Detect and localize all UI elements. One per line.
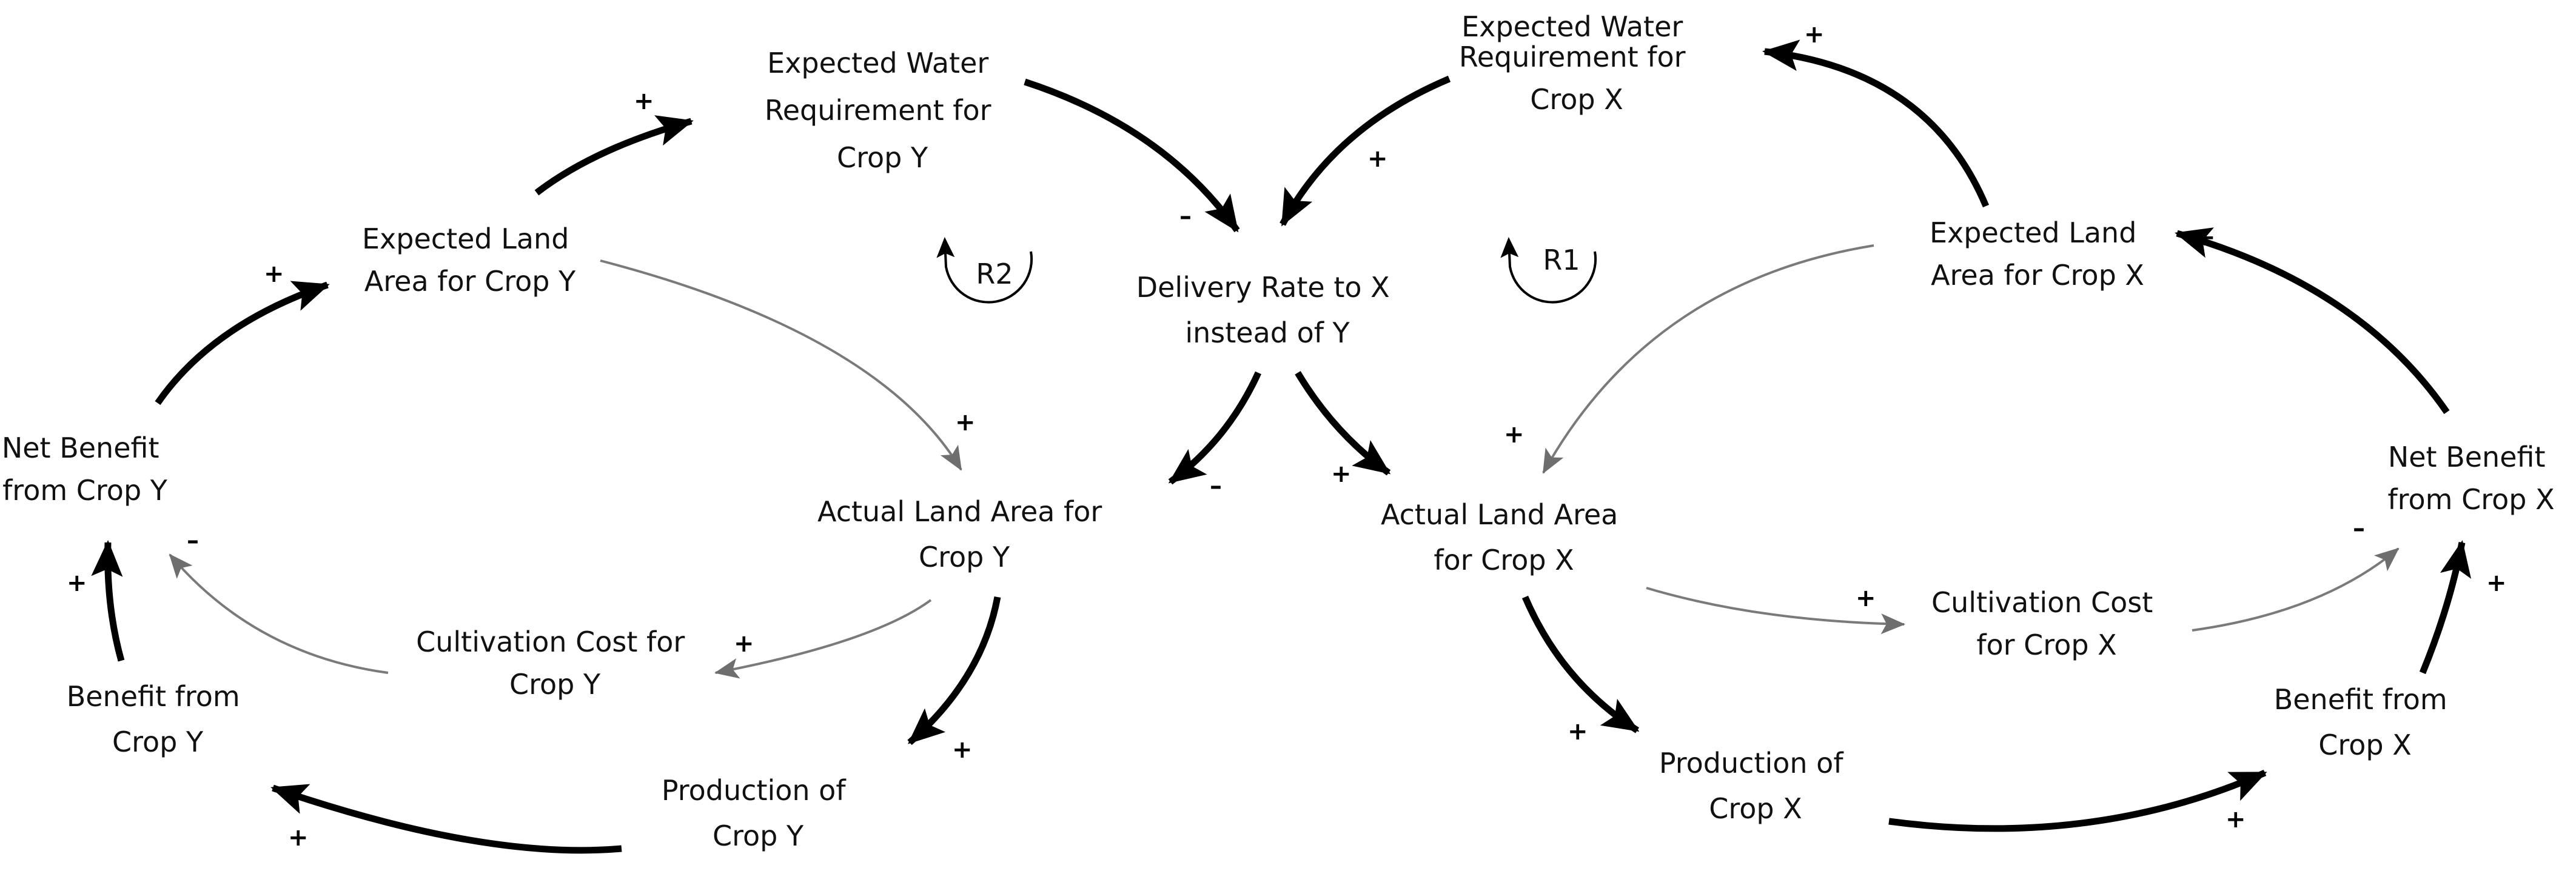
node-expected-water-requirement-crop-x: Expected Water Requirement for Crop X	[1459, 10, 1694, 116]
polarity-ela_y-ewr_y: +	[634, 87, 654, 115]
link-ewr_x-to-delivery	[1280, 75, 1451, 227]
node-production-crop-y: Production of Crop Y	[662, 774, 854, 852]
loop-r1-arrow-icon	[1500, 237, 1597, 304]
loop-r2: R2	[936, 237, 1033, 304]
link-ela_x-to-ewr_x	[1762, 39, 1990, 208]
node-benefit-crop-y: Benefit from Crop Y	[67, 680, 249, 758]
node-actual-land-area-crop-y: Actual Land Area for Crop Y	[817, 495, 1111, 573]
polarity-ela_x-ala_x: +	[1504, 421, 1524, 449]
node-expected-water-requirement-crop-y: Expected Water Requirement for Crop Y	[765, 47, 1000, 174]
polarity-cc_y-nb_y: –	[187, 527, 199, 555]
polarity-ela_x-ewr_x: +	[1804, 21, 1825, 48]
node-actual-land-area-crop-x: Actual Land Area for Crop X	[1381, 498, 1627, 576]
polarity-prod_y-ben_y: +	[288, 824, 309, 852]
link-prod_y-to-ben_y	[270, 784, 622, 854]
node-net-benefit-crop-y: Net Benefit from Crop Y	[2, 432, 168, 507]
node-expected-land-area-crop-y: Expected Land Area for Crop Y	[362, 222, 578, 298]
link-cc_x-to-nb_x	[2192, 547, 2400, 632]
link-ala_x-to-cc_x	[1646, 587, 1905, 635]
loop-r2-arrow-icon	[936, 237, 1033, 304]
link-ela_y-to-ala_y	[600, 259, 962, 471]
polarity-ela_y-ala_y: +	[955, 409, 976, 436]
link-ewr_y-to-delivery	[1024, 78, 1240, 233]
polarity-ewr_x-delivery: +	[1367, 145, 1388, 173]
loop-r1: R1	[1500, 237, 1597, 304]
link-delivery-to-ala_x	[1295, 371, 1391, 476]
node-delivery-rate-x-instead-of-y: Delivery Rate to X instead of Y	[1136, 271, 1399, 349]
polarity-cc_x-nb_x: –	[2353, 515, 2365, 542]
polarity-nb_x-ela_x: +	[2195, 224, 2216, 252]
polarity-ewr_y-delivery: –	[1179, 202, 1192, 230]
node-benefit-crop-x: Benefit from Crop X	[2274, 683, 2457, 761]
polarity-prod_x-ben_x: +	[2225, 806, 2246, 833]
link-ela_x-to-ala_x	[1542, 244, 1874, 474]
link-ben_y-to-nb_y	[91, 540, 125, 662]
link-nb_x-to-ela_x	[2175, 227, 2450, 415]
node-net-benefit-crop-x: Net Benefit from Crop X	[2387, 441, 2554, 516]
link-nb_y-to-ela_y	[155, 281, 330, 405]
node-expected-land-area-crop-x: Expected Land Area for Crop X	[1930, 216, 2145, 292]
loop-r1-label: R1	[1543, 244, 1580, 276]
polarity-delivery-ala_y: –	[1210, 472, 1222, 500]
node-cultivation-cost-crop-y: Cultivation Cost for Crop Y	[416, 626, 694, 701]
loop-r2-label: R2	[976, 258, 1013, 290]
link-ala_y-to-prod_y	[907, 596, 1001, 746]
node-cultivation-cost-crop-x: Cultivation Cost for Crop X	[1931, 586, 2162, 661]
polarity-ala_y-cc_y: +	[734, 630, 754, 658]
polarity-nb_y-ela_y: +	[264, 260, 284, 288]
polarity-ala_x-cc_x: +	[1856, 584, 1876, 612]
link-ben_x-to-nb_x	[2419, 540, 2472, 675]
polarity-ala_x-prod_x: +	[1568, 718, 1588, 746]
link-ela_y-to-ewr_y	[534, 115, 694, 196]
polarity-ben_x-nb_x: +	[2486, 569, 2507, 597]
polarity-delivery-ala_x: +	[1331, 460, 1352, 488]
link-ala_x-to-prod_x	[1521, 595, 1640, 733]
link-cc_y-to-nb_y	[169, 553, 389, 674]
polarity-ben_y-nb_y: +	[67, 569, 87, 597]
node-production-crop-x: Production of Crop X	[1659, 747, 1852, 825]
link-prod_x-to-ben_x	[1888, 769, 2267, 832]
link-delivery-to-ala_y	[1168, 371, 1262, 485]
link-ala_y-to-cc_y	[714, 599, 932, 679]
polarity-ala_y-prod_y: +	[952, 736, 973, 764]
